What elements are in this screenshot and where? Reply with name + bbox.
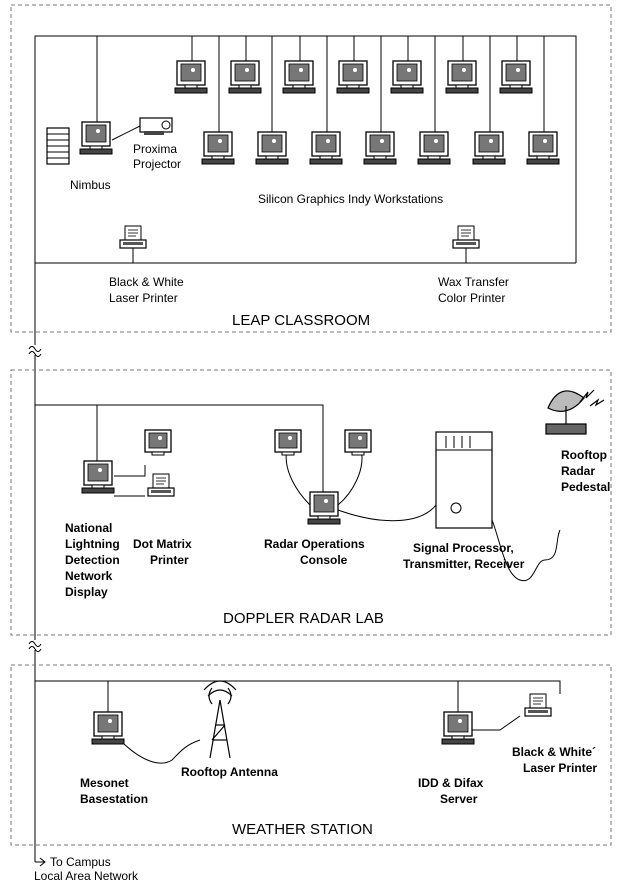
weather-station-title: WEATHER STATION — [232, 821, 373, 838]
idd-server-workstation-icon — [441, 711, 475, 745]
nldn-label-1: National — [65, 521, 112, 535]
weather-bw-printer-label-2: Laser Printer — [523, 761, 597, 775]
indy-workstation-icon — [174, 60, 208, 94]
radar-dish-icon — [545, 389, 605, 435]
campus-lan-label-1: To Campus — [50, 855, 111, 869]
doppler-lab-boundary — [10, 369, 612, 636]
wax-printer-label-2: Color Printer — [438, 291, 505, 305]
signal-processor-cabinet-icon — [435, 431, 493, 529]
proxima-label-2: Projector — [133, 157, 181, 171]
leap-classroom-section: Nimbus Proxima Projector Silicon Graphic… — [10, 4, 612, 333]
indy-workstation-icon — [417, 131, 451, 165]
proxima-label-1: Proxima — [133, 142, 177, 156]
nldn-monitor-icon — [144, 429, 172, 456]
weather-bw-printer-label-1: Black & White´ — [512, 745, 596, 759]
bw-laser-printer-icon — [119, 225, 147, 249]
radar-display-monitor-icon — [344, 429, 372, 456]
bw-printer-label-1: Black & White — [109, 275, 184, 289]
radar-console-workstation-icon — [307, 491, 341, 525]
nldn-label-4: Network — [65, 569, 113, 583]
mesonet-workstation-icon — [91, 711, 125, 745]
mesonet-label-1: Mesonet — [80, 776, 129, 790]
indy-workstation-icon — [390, 60, 424, 94]
rooftop-antenna-label: Rooftop Antenna — [181, 765, 278, 779]
radar-pedestal-label-3: Pedestal — [561, 480, 610, 494]
doppler-radar-lab-section: National Lightning Detection Network Dis… — [10, 369, 612, 636]
indy-workstation-icon — [309, 131, 343, 165]
signal-processor-label-2: Transmitter, Receiver — [403, 557, 525, 571]
indy-workstation-icon — [201, 131, 235, 165]
indy-workstation-icon — [445, 60, 479, 94]
bw-printer-label-2: Laser Printer — [109, 291, 178, 305]
idd-server-label-1: IDD & Difax — [418, 776, 484, 790]
indy-workstation-icon — [336, 60, 370, 94]
nimbus-server-rack-icon — [46, 127, 70, 165]
indy-workstation-icon — [472, 131, 506, 165]
doppler-lab-title: DOPPLER RADAR LAB — [223, 610, 384, 627]
proxima-projector-icon — [139, 117, 173, 135]
leap-classroom-boundary — [10, 4, 612, 333]
radar-pedestal-label-2: Radar — [561, 464, 595, 478]
antenna-tower-icon — [203, 680, 237, 759]
bw-laser-printer-icon — [524, 693, 552, 717]
dot-matrix-label-1: Dot Matrix — [133, 537, 192, 551]
dot-matrix-printer-icon — [147, 473, 175, 497]
wax-transfer-printer-icon — [452, 225, 480, 249]
indy-workstation-icon — [228, 60, 262, 94]
weather-station-boundary — [10, 664, 612, 846]
indy-workstation-icon — [499, 60, 533, 94]
indy-workstation-icon — [282, 60, 316, 94]
indy-workstation-icon — [526, 131, 560, 165]
idd-server-label-2: Server — [440, 792, 478, 806]
nldn-label-5: Display — [65, 585, 108, 599]
dot-matrix-label-2: Printer — [150, 553, 189, 567]
mesonet-label-2: Basestation — [80, 792, 148, 806]
radar-console-label-2: Console — [300, 553, 348, 567]
indy-workstations-label: Silicon Graphics Indy Workstations — [258, 192, 443, 206]
backbone-line — [28, 263, 46, 867]
nldn-label-3: Detection — [65, 553, 120, 567]
radar-pedestal-label-1: Rooftop — [561, 448, 607, 462]
nldn-workstation-icon — [81, 460, 115, 494]
nldn-label-2: Lightning — [65, 537, 120, 551]
nimbus-label: Nimbus — [70, 178, 111, 192]
wax-printer-label-1: Wax Transfer — [438, 275, 509, 289]
nimbus-workstation-icon — [79, 121, 113, 155]
indy-workstation-icon — [363, 131, 397, 165]
campus-lan-label-2: Local Area Network — [34, 869, 139, 880]
radar-display-monitor-icon — [274, 429, 302, 456]
indy-workstation-icon — [255, 131, 289, 165]
leap-classroom-title: LEAP CLASSROOM — [232, 312, 370, 329]
signal-processor-label-1: Signal Processor, — [413, 541, 514, 555]
weather-station-section: Mesonet Basestation Rooftop Antenna IDD … — [10, 664, 612, 846]
radar-console-label-1: Radar Operations — [264, 537, 365, 551]
